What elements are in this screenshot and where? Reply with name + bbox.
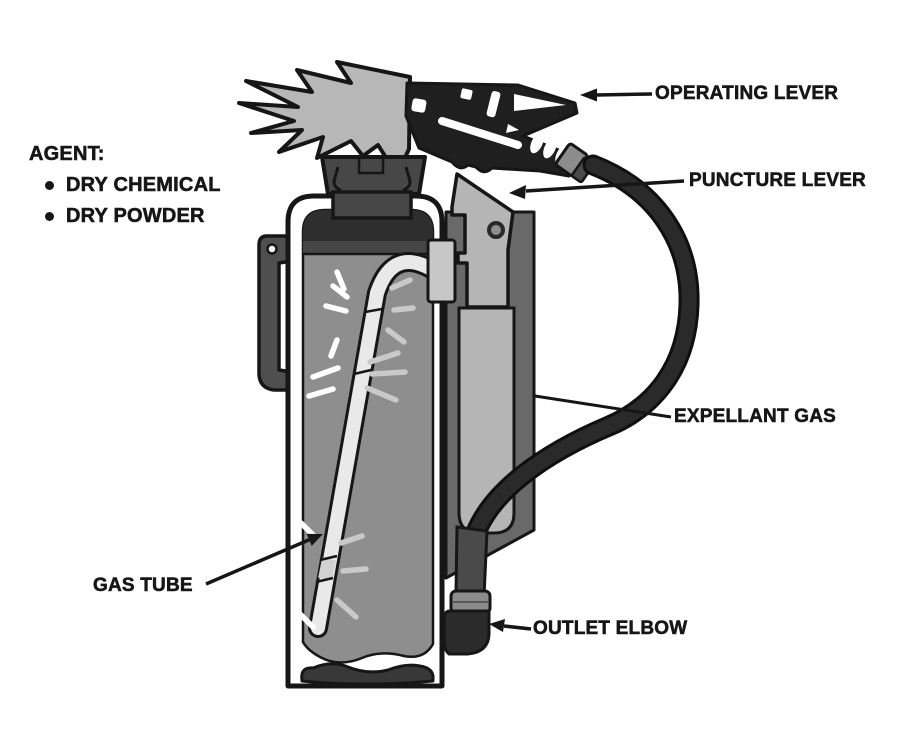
grip-slot-1	[530, 132, 544, 154]
operating-lever-assembly	[404, 81, 579, 178]
lever-slot	[486, 91, 501, 118]
puncture-lever-shape	[450, 172, 515, 309]
label-outlet-elbow: OUTLET ELBOW	[533, 618, 688, 639]
gas-tube-group	[308, 238, 457, 638]
hose-strap	[454, 525, 489, 599]
fill-cap	[320, 155, 427, 220]
cap-top	[320, 155, 427, 196]
expellant-gas-leader	[534, 394, 672, 419]
lever-hole-square	[411, 98, 427, 113]
outlet-elbow-arrowhead	[489, 619, 505, 632]
bullet-icon	[45, 211, 54, 221]
operating-lever-arrowhead	[580, 88, 597, 102]
gas-tube-coupling	[318, 557, 336, 581]
handle-hole	[266, 243, 278, 255]
gas-tube-leader	[205, 537, 312, 586]
expellant-gas-cartridge	[457, 306, 516, 535]
grip-slot-2	[543, 137, 557, 159]
cap-notch	[357, 155, 385, 175]
gas-tube-arrowhead	[306, 533, 323, 546]
tank-shoulder-band	[303, 241, 433, 253]
agent-item-dry-powder: DRY POWDER	[45, 206, 205, 226]
burst-marks-gray	[334, 277, 416, 620]
puncture-lever-leader	[525, 179, 685, 193]
spray-burst	[237, 60, 412, 177]
cap-collar	[331, 190, 413, 220]
label-expellant-gas: EXPELLANT GAS	[674, 406, 837, 427]
agent-wave	[300, 662, 435, 686]
burst-marks	[297, 269, 416, 630]
pivot-screw	[487, 221, 505, 239]
bullet-icon	[45, 180, 54, 190]
agent-item-dry-chemical: DRY CHEMICAL	[45, 175, 221, 195]
junction-box	[426, 238, 457, 304]
lever-slash	[438, 117, 522, 149]
gas-tube-separators	[315, 307, 383, 584]
operating-lever-leader	[595, 92, 653, 97]
burst-marks-white	[297, 269, 350, 630]
puncture-lever-arrowhead	[509, 185, 526, 199]
hose-group	[442, 142, 700, 656]
agent-heading: AGENT:	[29, 143, 105, 165]
cap-detail-left	[332, 166, 342, 192]
outlet-elbow-shape	[442, 609, 491, 656]
lever-jaw-notch	[514, 94, 566, 111]
spray-burst-shape	[237, 60, 412, 177]
outlet-elbow-leader	[503, 624, 532, 631]
agent-item-label: DRY CHEMICAL	[66, 174, 221, 196]
label-operating-lever: OPERATING LEVER	[655, 83, 839, 104]
leader-lines	[205, 88, 685, 632]
label-gas-tube: GAS TUBE	[93, 575, 193, 596]
cap-detail-right	[402, 166, 412, 192]
agent-item-label: DRY POWDER	[66, 205, 205, 227]
lever-hole-small	[460, 88, 473, 100]
lever-notch-triangle	[506, 124, 519, 133]
label-puncture-lever: PUNCTURE LEVER	[689, 170, 866, 191]
hose	[458, 157, 697, 607]
